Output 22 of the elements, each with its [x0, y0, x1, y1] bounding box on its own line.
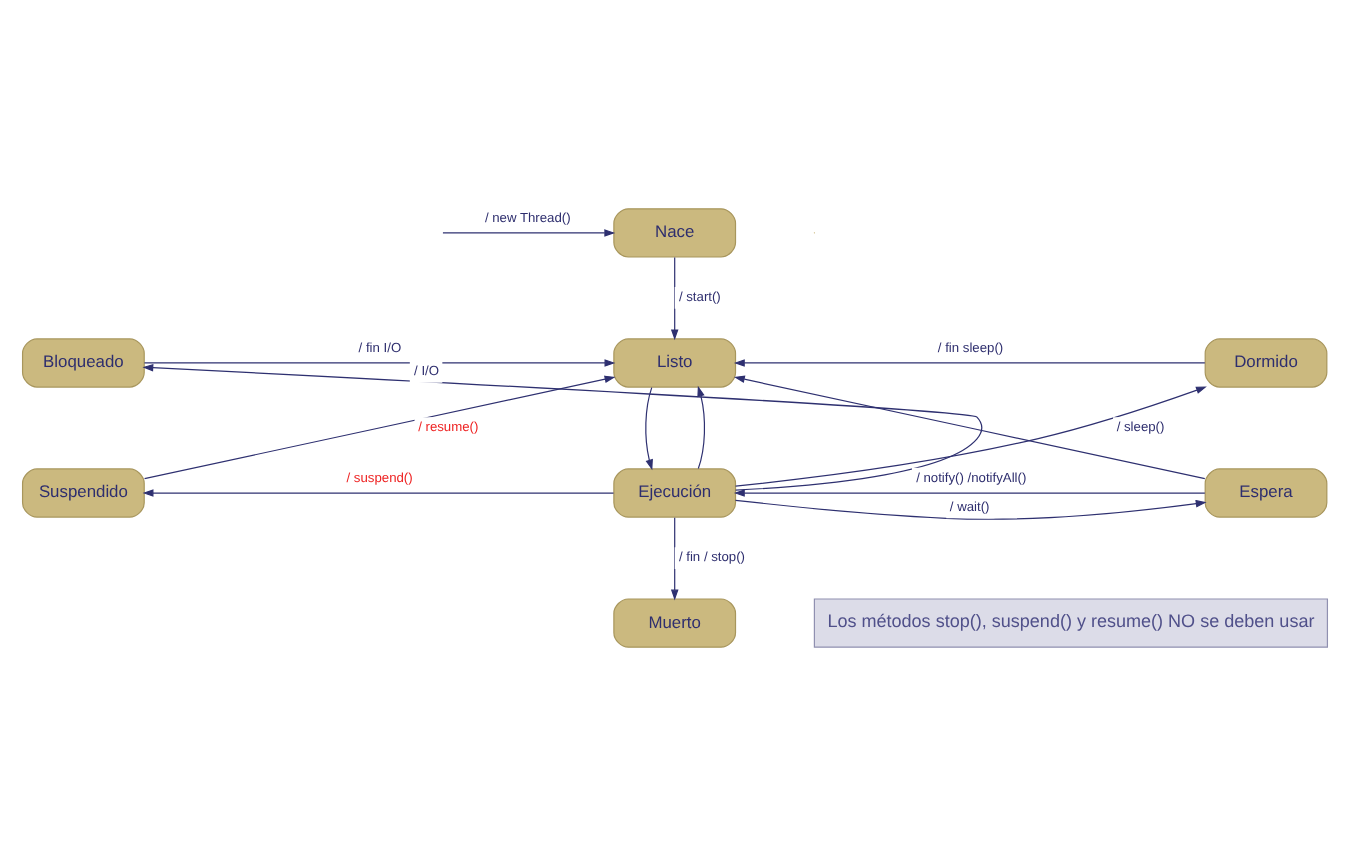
arrow	[143, 375, 616, 480]
arrow	[670, 517, 679, 601]
arrow	[697, 385, 706, 470]
arrow	[670, 256, 679, 341]
arrow	[734, 499, 1207, 520]
arrow	[442, 229, 616, 237]
arrow	[733, 489, 1206, 497]
node-box: Suspendido	[21, 468, 145, 518]
node-box: Listo	[613, 338, 737, 388]
label: Los métodos stop(), suspend() y resume() NO se deben usar	[827, 611, 1315, 632]
node-box: Nace	[613, 208, 737, 258]
arrow	[735, 386, 1207, 487]
arrow	[143, 359, 616, 367]
arrow	[142, 489, 615, 497]
arrow	[645, 386, 653, 471]
node-box: Bloqueado	[21, 338, 145, 388]
arrow	[734, 375, 1206, 480]
node-box: Muerto	[613, 598, 737, 648]
node-box: Dormido	[1204, 338, 1328, 388]
node-box: Espera	[1204, 468, 1328, 518]
node-box: Ejecución	[613, 468, 737, 518]
arrow	[733, 359, 1206, 367]
